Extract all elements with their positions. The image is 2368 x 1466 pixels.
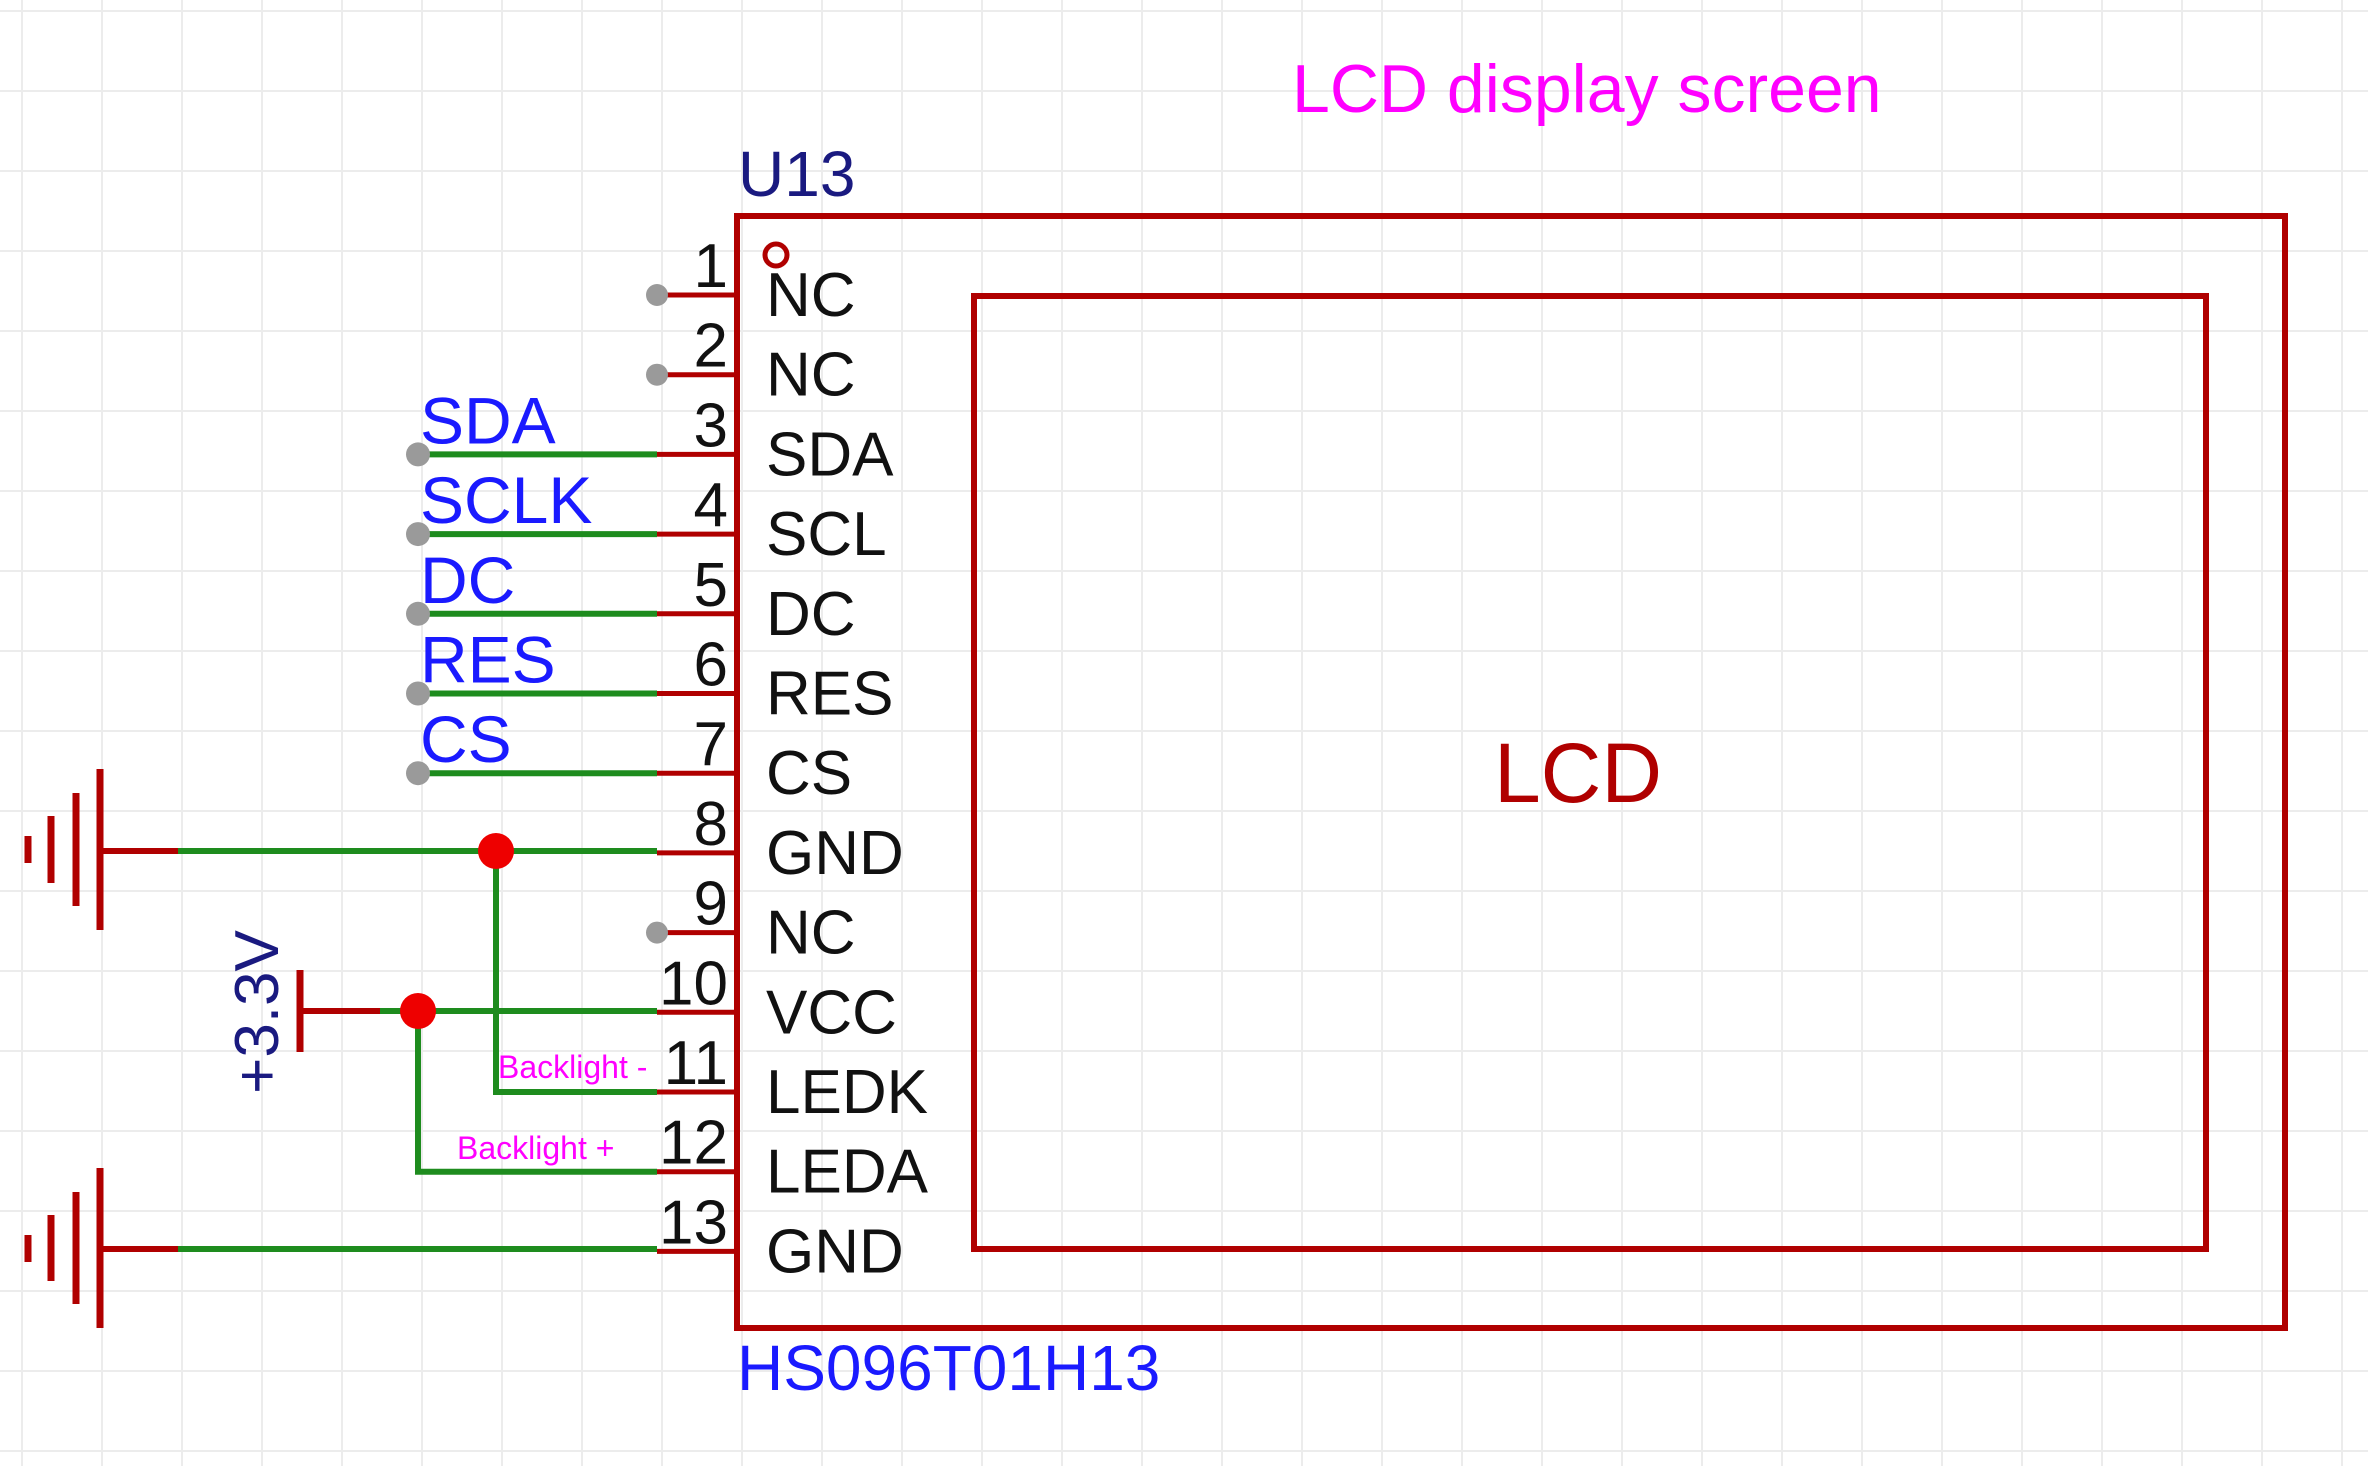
pin-number: 10 — [659, 949, 728, 1018]
pin-1[interactable]: 1 NC — [646, 232, 856, 330]
pin-name: VCC — [766, 978, 897, 1047]
annotation-backlight-plus: Backlight + — [457, 1130, 614, 1166]
display-label: LCD — [1494, 726, 1662, 820]
pin-number: 9 — [694, 870, 728, 939]
junction-gnd — [478, 833, 514, 869]
pin-name: NC — [766, 341, 856, 410]
pin-7[interactable]: 7 CS — [657, 710, 852, 808]
pin-number: 4 — [694, 471, 728, 540]
diagram-title: LCD display screen — [1292, 51, 1882, 127]
pin-name: RES — [766, 660, 893, 729]
pin-number: 5 — [694, 551, 728, 620]
pin-2[interactable]: 2 NC — [646, 312, 856, 410]
pin-6[interactable]: 6 RES — [657, 631, 893, 729]
pin-name: NC — [766, 899, 856, 968]
no-connect-marker — [646, 363, 668, 386]
power-symbol-3v3[interactable]: +3.3V — [223, 929, 380, 1094]
pin-number: 8 — [694, 790, 728, 859]
pin-10[interactable]: 10 VCC — [657, 949, 897, 1047]
net-label-sda: SDA — [420, 383, 556, 457]
part-number: HS096T01H13 — [737, 1332, 1160, 1404]
net-label-res: RES — [420, 623, 556, 697]
net-terminal — [406, 761, 430, 786]
net-label-cs: CS — [420, 702, 512, 776]
ground-symbol-bottom[interactable] — [24, 1168, 178, 1328]
pin-number: 2 — [694, 312, 728, 381]
wire-leda — [415, 1011, 657, 1175]
pin-8[interactable]: 8 GND — [657, 790, 904, 888]
net-terminal — [406, 442, 430, 467]
component-reference: U13 — [738, 138, 855, 210]
pin-name: SCL — [766, 500, 887, 569]
pin-name: GND — [766, 1217, 904, 1286]
pin-5[interactable]: 5 DC — [657, 551, 856, 649]
pin-9[interactable]: 9 NC — [646, 870, 856, 968]
net-label-sclk: SCLK — [420, 463, 592, 537]
pin-12[interactable]: 12 LEDA — [657, 1109, 929, 1207]
wire-ledk — [493, 851, 657, 1095]
net-terminal — [406, 681, 430, 706]
pin-name: LEDK — [766, 1058, 928, 1127]
pin-number: 12 — [659, 1109, 728, 1178]
no-connect-marker — [646, 284, 668, 306]
net-label-dc: DC — [420, 543, 515, 617]
pin-name: DC — [766, 580, 856, 649]
net-terminal — [406, 522, 430, 547]
ground-symbol-top[interactable] — [24, 769, 178, 930]
pin-name: SDA — [766, 420, 894, 489]
pin-number: 13 — [659, 1188, 728, 1257]
pin-name: GND — [766, 819, 904, 888]
pin-13[interactable]: 13 GND — [657, 1188, 904, 1286]
pin-name: LEDA — [766, 1138, 929, 1207]
junction-vcc — [400, 993, 436, 1029]
no-connect-marker — [646, 921, 668, 944]
pin-3[interactable]: 3 SDA — [657, 391, 894, 489]
power-label: +3.3V — [223, 929, 292, 1093]
pin-name: CS — [766, 739, 852, 808]
pin-number: 6 — [694, 631, 728, 700]
display-area — [971, 293, 2209, 1252]
pin-number: 7 — [694, 710, 728, 779]
pin-number: 11 — [664, 1029, 728, 1098]
pin-name: NC — [766, 261, 856, 330]
pin-4[interactable]: 4 SCL — [657, 471, 887, 569]
net-terminal — [406, 601, 430, 626]
pin-11[interactable]: 11 LEDK — [657, 1029, 928, 1127]
pin-number: 3 — [694, 391, 728, 460]
annotation-backlight-minus: Backlight - — [498, 1049, 647, 1085]
pin-number: 1 — [694, 232, 728, 301]
pin1-marker — [762, 241, 790, 269]
